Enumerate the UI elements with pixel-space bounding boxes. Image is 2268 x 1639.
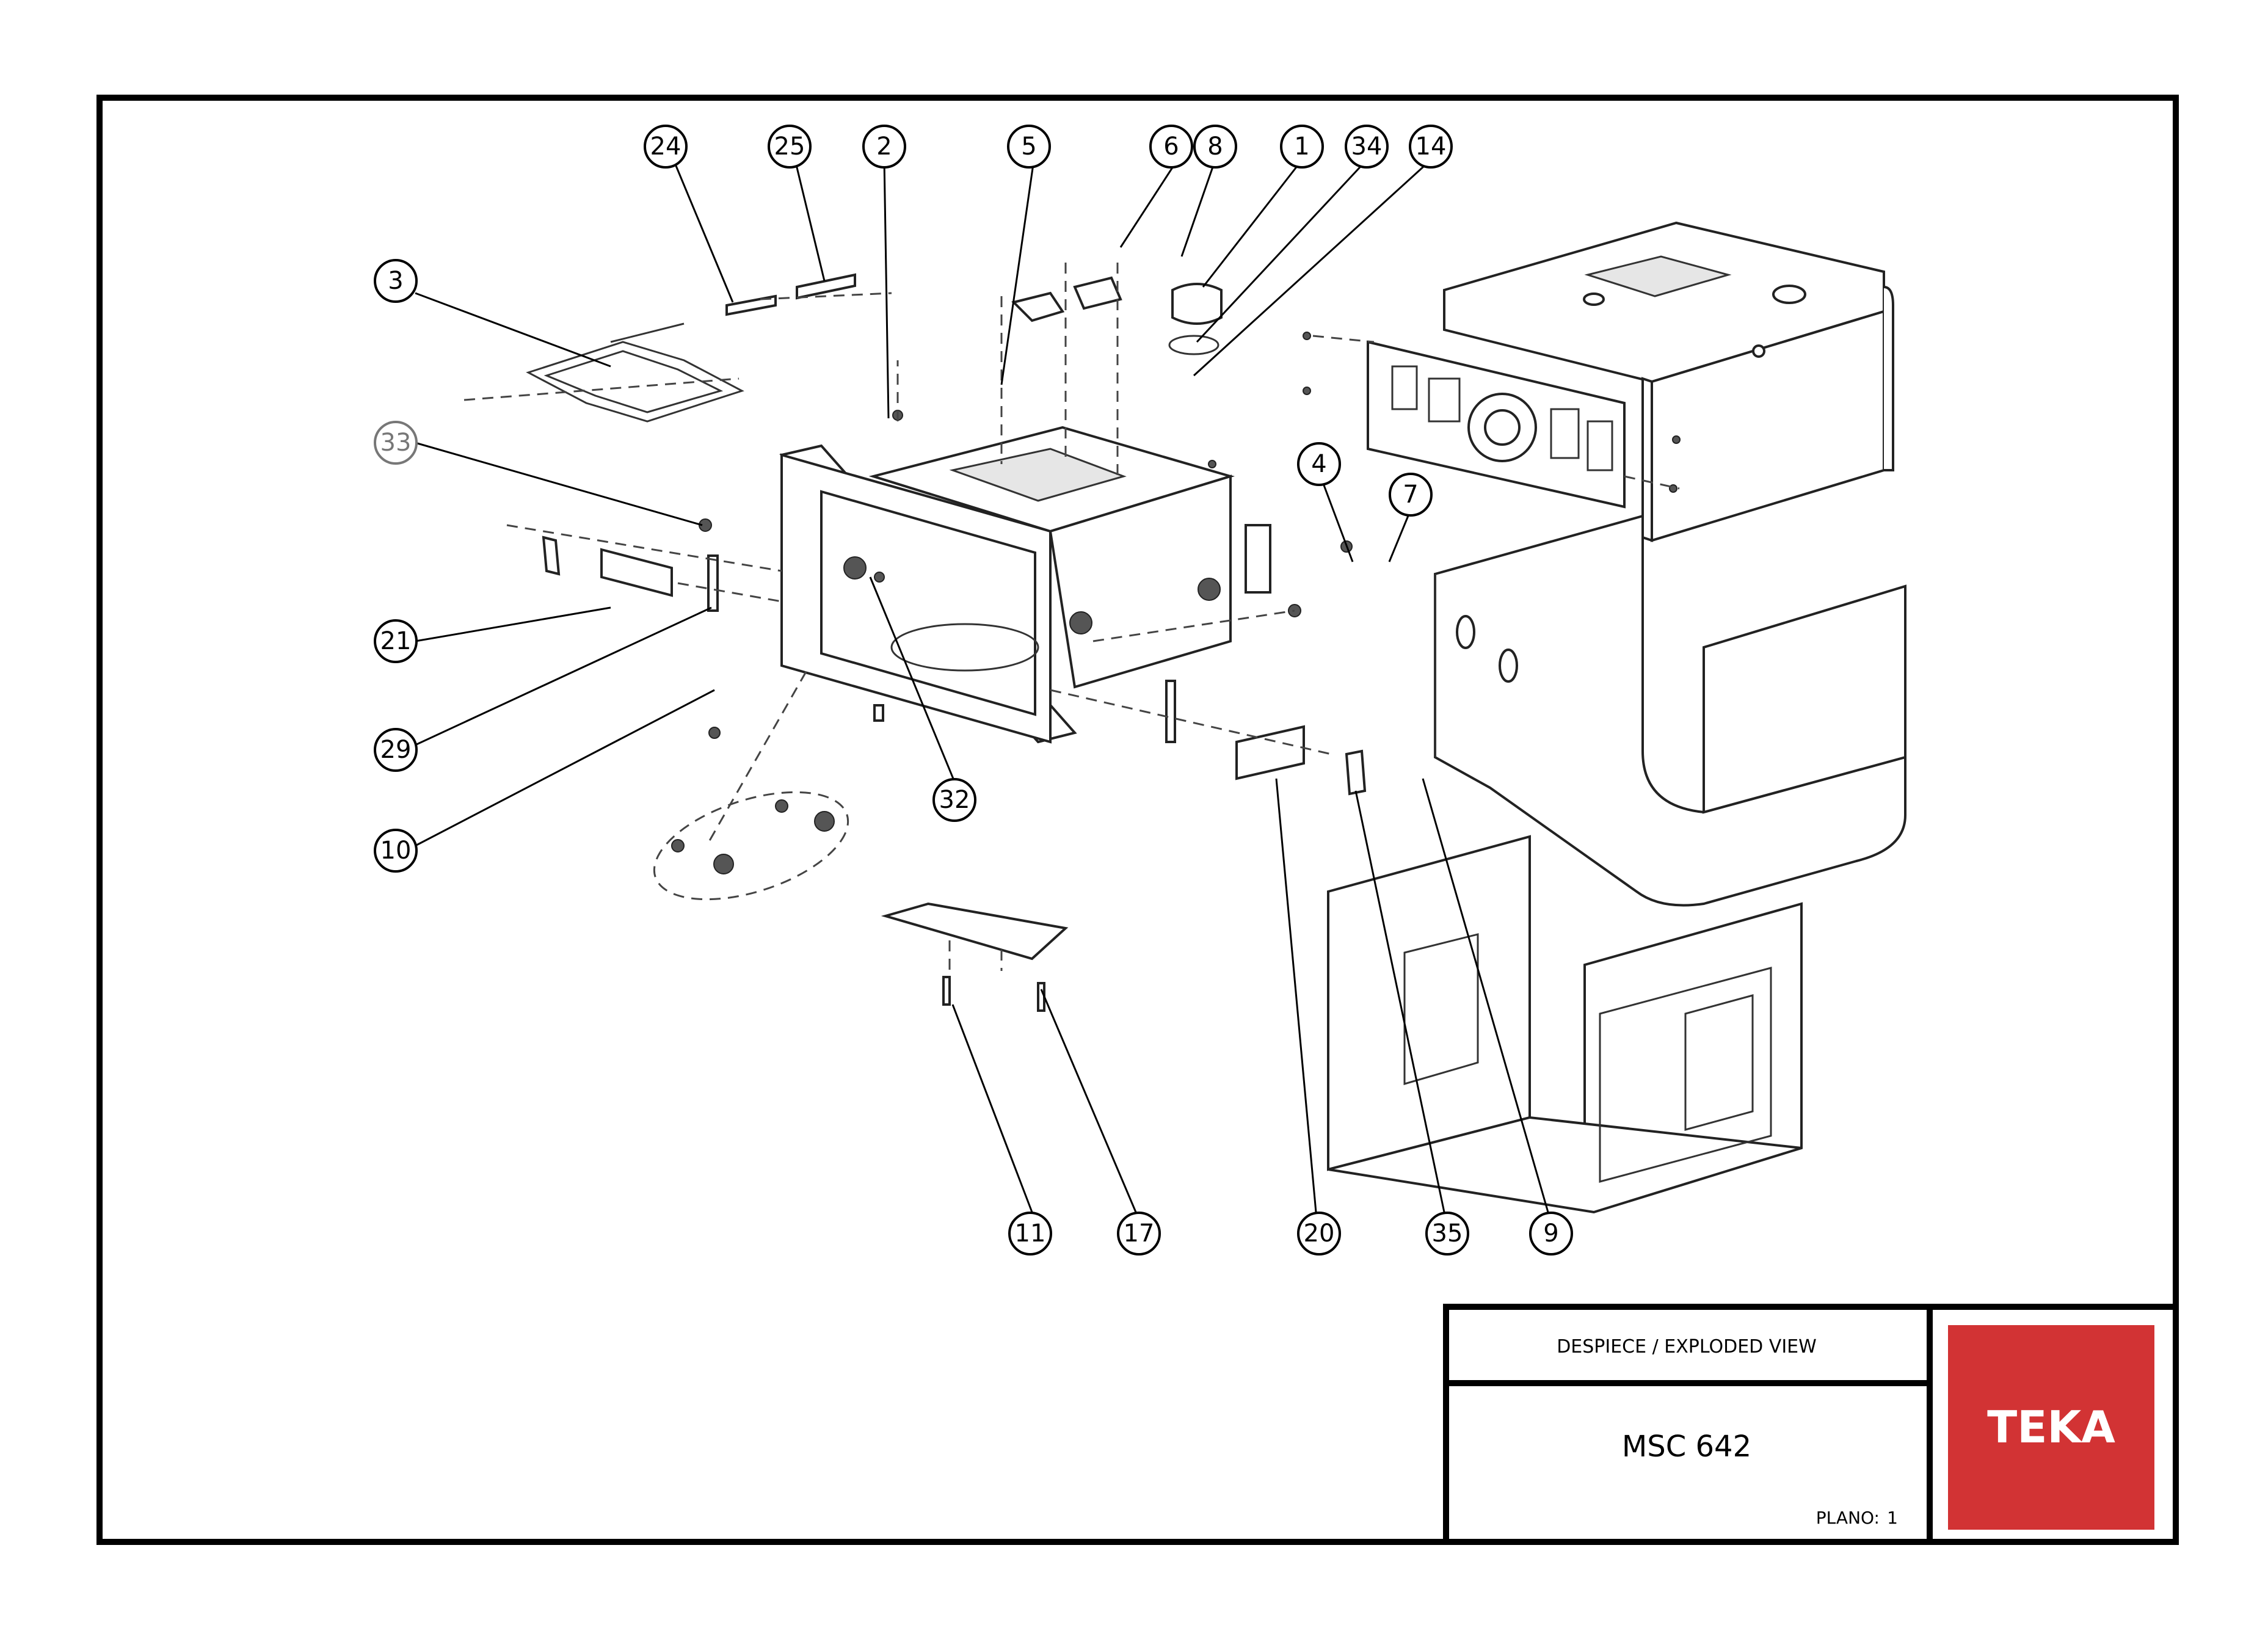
callout-9: 9 bbox=[1529, 1212, 1573, 1256]
title-block: DESPIECE / EXPLODED VIEW MSC 642 PLANO: … bbox=[1443, 1304, 2179, 1545]
svg-text:33: 33 bbox=[380, 429, 412, 457]
svg-text:5: 5 bbox=[1021, 133, 1036, 161]
svg-text:21: 21 bbox=[380, 627, 412, 655]
outer-casing-part bbox=[1434, 514, 1906, 907]
svg-text:2: 2 bbox=[876, 133, 892, 161]
terminal-blocks-part bbox=[725, 273, 1223, 355]
svg-text:25: 25 bbox=[774, 133, 805, 161]
callout-29: 29 bbox=[374, 728, 418, 772]
svg-text:14: 14 bbox=[1416, 133, 1447, 161]
exploded-parts bbox=[463, 221, 1906, 1214]
callout-6: 6 bbox=[1149, 125, 1193, 169]
svg-text:34: 34 bbox=[1351, 133, 1383, 161]
callout-17: 17 bbox=[1117, 1212, 1161, 1256]
svg-text:10: 10 bbox=[380, 837, 412, 865]
svg-text:17: 17 bbox=[1124, 1219, 1155, 1248]
top-cover-part bbox=[1443, 221, 1894, 542]
title-block-title: DESPIECE / EXPLODED VIEW bbox=[1557, 1336, 1817, 1357]
svg-text:4: 4 bbox=[1311, 450, 1326, 478]
chassis-frame-part bbox=[1327, 835, 1803, 1214]
feet-group-part bbox=[653, 791, 849, 901]
back-panel-part bbox=[1367, 340, 1626, 509]
callout-11: 11 bbox=[1008, 1212, 1052, 1256]
svg-text:24: 24 bbox=[650, 133, 681, 161]
svg-text:11: 11 bbox=[1015, 1219, 1046, 1248]
callouts: 24 25 2 5 6 8 1 34 14 3 33 4 7 21 29 10 … bbox=[374, 125, 1573, 1256]
title-block-plano-number: 1 bbox=[1887, 1508, 1898, 1528]
callout-7: 7 bbox=[1389, 473, 1433, 517]
svg-text:9: 9 bbox=[1543, 1219, 1558, 1248]
callout-32: 32 bbox=[932, 778, 976, 822]
callout-1: 1 bbox=[1280, 125, 1324, 169]
callout-33: 33 bbox=[374, 421, 418, 465]
svg-text:20: 20 bbox=[1304, 1219, 1335, 1248]
svg-text:8: 8 bbox=[1207, 133, 1223, 161]
title-block-model: MSC 642 bbox=[1622, 1430, 1751, 1464]
callout-25: 25 bbox=[768, 125, 812, 169]
title-block-plano-label: PLANO: bbox=[1816, 1508, 1880, 1528]
left-bracket-part bbox=[542, 536, 719, 612]
drawing-frame bbox=[96, 95, 2179, 1545]
callout-20: 20 bbox=[1297, 1212, 1341, 1256]
brand-logo-box bbox=[1948, 1325, 2154, 1530]
svg-text:32: 32 bbox=[939, 786, 970, 814]
svg-text:3: 3 bbox=[388, 267, 403, 295]
svg-text:1: 1 bbox=[1294, 133, 1309, 161]
bottom-plate-part bbox=[881, 902, 1069, 1012]
callout-3: 3 bbox=[374, 259, 418, 303]
leader-lines bbox=[415, 159, 1549, 1213]
callout-14: 14 bbox=[1409, 125, 1453, 169]
callout-21: 21 bbox=[374, 619, 418, 663]
grill-heater-part bbox=[526, 322, 744, 423]
callout-24: 24 bbox=[644, 125, 688, 169]
svg-text:7: 7 bbox=[1403, 481, 1418, 509]
oven-cavity-part bbox=[779, 426, 1271, 744]
callout-34: 34 bbox=[1345, 125, 1389, 169]
callout-10: 10 bbox=[374, 829, 418, 873]
callout-8: 8 bbox=[1193, 125, 1237, 169]
callout-5: 5 bbox=[1007, 125, 1051, 169]
svg-text:6: 6 bbox=[1163, 133, 1179, 161]
svg-text:35: 35 bbox=[1432, 1219, 1463, 1248]
brand-logo: TEKA bbox=[1987, 1401, 2115, 1453]
svg-text:29: 29 bbox=[380, 736, 412, 764]
right-bracket-part bbox=[1165, 680, 1367, 796]
callout-2: 2 bbox=[862, 125, 906, 169]
callout-35: 35 bbox=[1425, 1212, 1469, 1256]
callout-4: 4 bbox=[1297, 442, 1341, 486]
